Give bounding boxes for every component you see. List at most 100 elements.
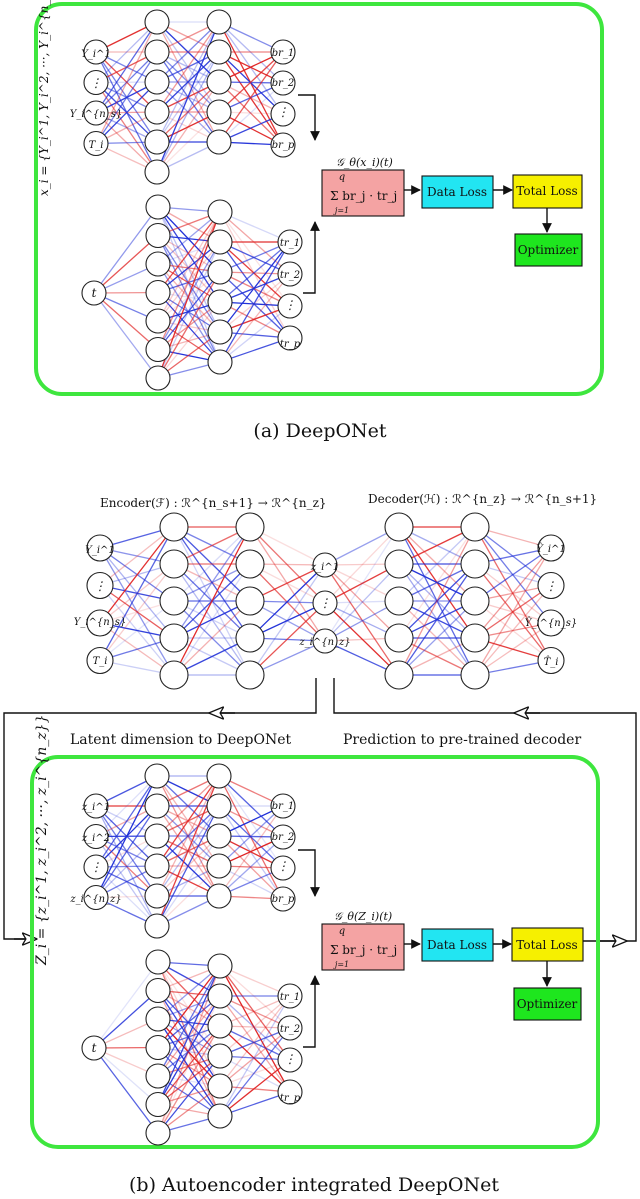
weight-edge <box>218 82 284 143</box>
weight-edge <box>173 526 251 639</box>
trunk-input-label: t <box>92 1041 97 1055</box>
operator-label: 𝒢_θ(Z_i)(t) <box>334 910 392 923</box>
weight-edge <box>219 1025 291 1061</box>
hidden-neuron <box>145 336 171 363</box>
decoder-output-label: T̂_i <box>544 656 559 668</box>
autoencoder-network <box>86 512 565 690</box>
weight-edge <box>157 211 221 293</box>
hidden-neuron <box>206 129 232 155</box>
weight-edge <box>157 1055 221 1106</box>
sum-upper: q <box>339 172 345 183</box>
input-neuron <box>81 1035 107 1061</box>
sum-lower: j=1 <box>333 206 349 215</box>
decoder-output-labels: Ŷ_i^1 ⋮ Ŷ_i^{n_s} T̂_i <box>525 543 577 668</box>
weight-edge <box>157 241 221 294</box>
weight-edge <box>156 81 220 173</box>
weight-edge <box>157 965 221 1048</box>
hidden-neuron <box>312 590 338 616</box>
optimizer-box <box>514 233 583 267</box>
weight-edge <box>474 547 552 602</box>
weight-edge <box>474 622 552 676</box>
branch-output-label: br_1 <box>272 48 295 59</box>
trunk-output-label: tr_p <box>280 339 301 350</box>
hidden-neuron <box>145 1091 171 1118</box>
hidden-neuron <box>145 279 171 306</box>
branch-input-label: Y_i^{n_s} <box>70 109 122 120</box>
branch-output-label: br_p <box>272 140 295 151</box>
prediction-arrow-label: Prediction to pre-trained decoder <box>343 732 581 748</box>
hidden-neuron <box>145 222 171 249</box>
hidden-neuron <box>207 953 233 979</box>
weight-edge <box>219 995 291 1117</box>
decoder-label: Decoder(ℋ) : ℛ^{n_z} → ℛ^{n_s+1} <box>368 492 597 506</box>
hidden-neuron <box>384 623 414 653</box>
weight-edge <box>99 563 175 661</box>
weight-edge <box>219 211 291 307</box>
trunk-to-sum-arrow <box>303 221 320 294</box>
weight-edge <box>474 547 552 676</box>
panel-a-branch-input-labels: Y_i^1 ⋮ Y_i^{n_s} T_i <box>70 49 122 151</box>
weight-edge <box>95 21 158 144</box>
weight-edge <box>173 563 251 676</box>
weight-edge <box>324 564 400 639</box>
weight-edge <box>157 961 221 1057</box>
trunk-output-label: ⋮ <box>284 1052 296 1066</box>
branch-input-label: z_i^2 <box>81 833 110 844</box>
weight-edge <box>474 547 552 639</box>
panel-a-branch-output-labels: br_1 br_2 ⋮ br_p <box>272 48 295 151</box>
hidden-neuron <box>312 628 338 654</box>
weight-edge <box>93 1047 159 1134</box>
branch-input-label: z_i^{n_z} <box>69 894 121 905</box>
data-loss-label: Data Loss <box>427 185 487 199</box>
hidden-neuron <box>144 99 170 125</box>
weight-edge <box>219 1027 291 1117</box>
latent-node-label: z_i^1 <box>310 562 339 573</box>
encoder-input-label: Y_i^1 <box>85 545 115 556</box>
network-edges <box>99 526 552 676</box>
total-loss-box <box>512 174 583 209</box>
output-neuron <box>277 229 303 255</box>
encoder-input-label: ⋮ <box>94 579 106 593</box>
weight-edge <box>157 1025 221 1134</box>
weight-edge <box>99 600 175 662</box>
weight-edge <box>173 526 251 602</box>
weight-edge <box>156 775 220 837</box>
hidden-neuron <box>206 793 232 819</box>
weight-edge <box>157 965 221 1077</box>
weight-edge <box>173 526 251 676</box>
weight-edge <box>249 526 326 642</box>
weight-edge <box>219 211 291 243</box>
output-neuron <box>537 534 565 562</box>
branch-output-label: br_2 <box>272 78 295 89</box>
hidden-neuron <box>144 913 170 939</box>
weight-edge <box>95 21 158 83</box>
weight-edge <box>219 995 291 1093</box>
weight-edge <box>173 600 251 676</box>
weight-edge <box>474 584 552 639</box>
hidden-neuron <box>207 1103 233 1129</box>
hidden-neuron <box>235 586 265 616</box>
hidden-neuron <box>235 660 265 690</box>
output-neuron <box>277 325 303 351</box>
panel-b-autoencoder: Encoder(ℱ) : ℛ^{n_s+1} → ℛ^{n_z} Decoder… <box>3 492 637 941</box>
optimizer-box <box>513 987 582 1021</box>
weight-edge <box>93 292 159 350</box>
weight-edge <box>324 526 400 604</box>
weight-edge <box>218 805 284 897</box>
weight-edge <box>219 1025 291 1093</box>
hidden-neuron <box>159 660 189 690</box>
hidden-neuron <box>144 39 170 65</box>
hidden-neuron <box>207 1073 233 1099</box>
output-neuron <box>270 101 296 127</box>
hidden-neuron <box>384 660 414 690</box>
weight-edge <box>218 51 284 113</box>
hidden-neuron <box>207 349 233 375</box>
network-edges <box>93 961 291 1134</box>
output-neuron <box>270 886 296 912</box>
hidden-neuron <box>460 586 490 616</box>
weight-edge <box>95 51 158 114</box>
weight-edge <box>219 271 291 307</box>
weight-edge <box>156 835 220 927</box>
hidden-neuron <box>145 977 171 1004</box>
hidden-neuron <box>460 512 490 542</box>
